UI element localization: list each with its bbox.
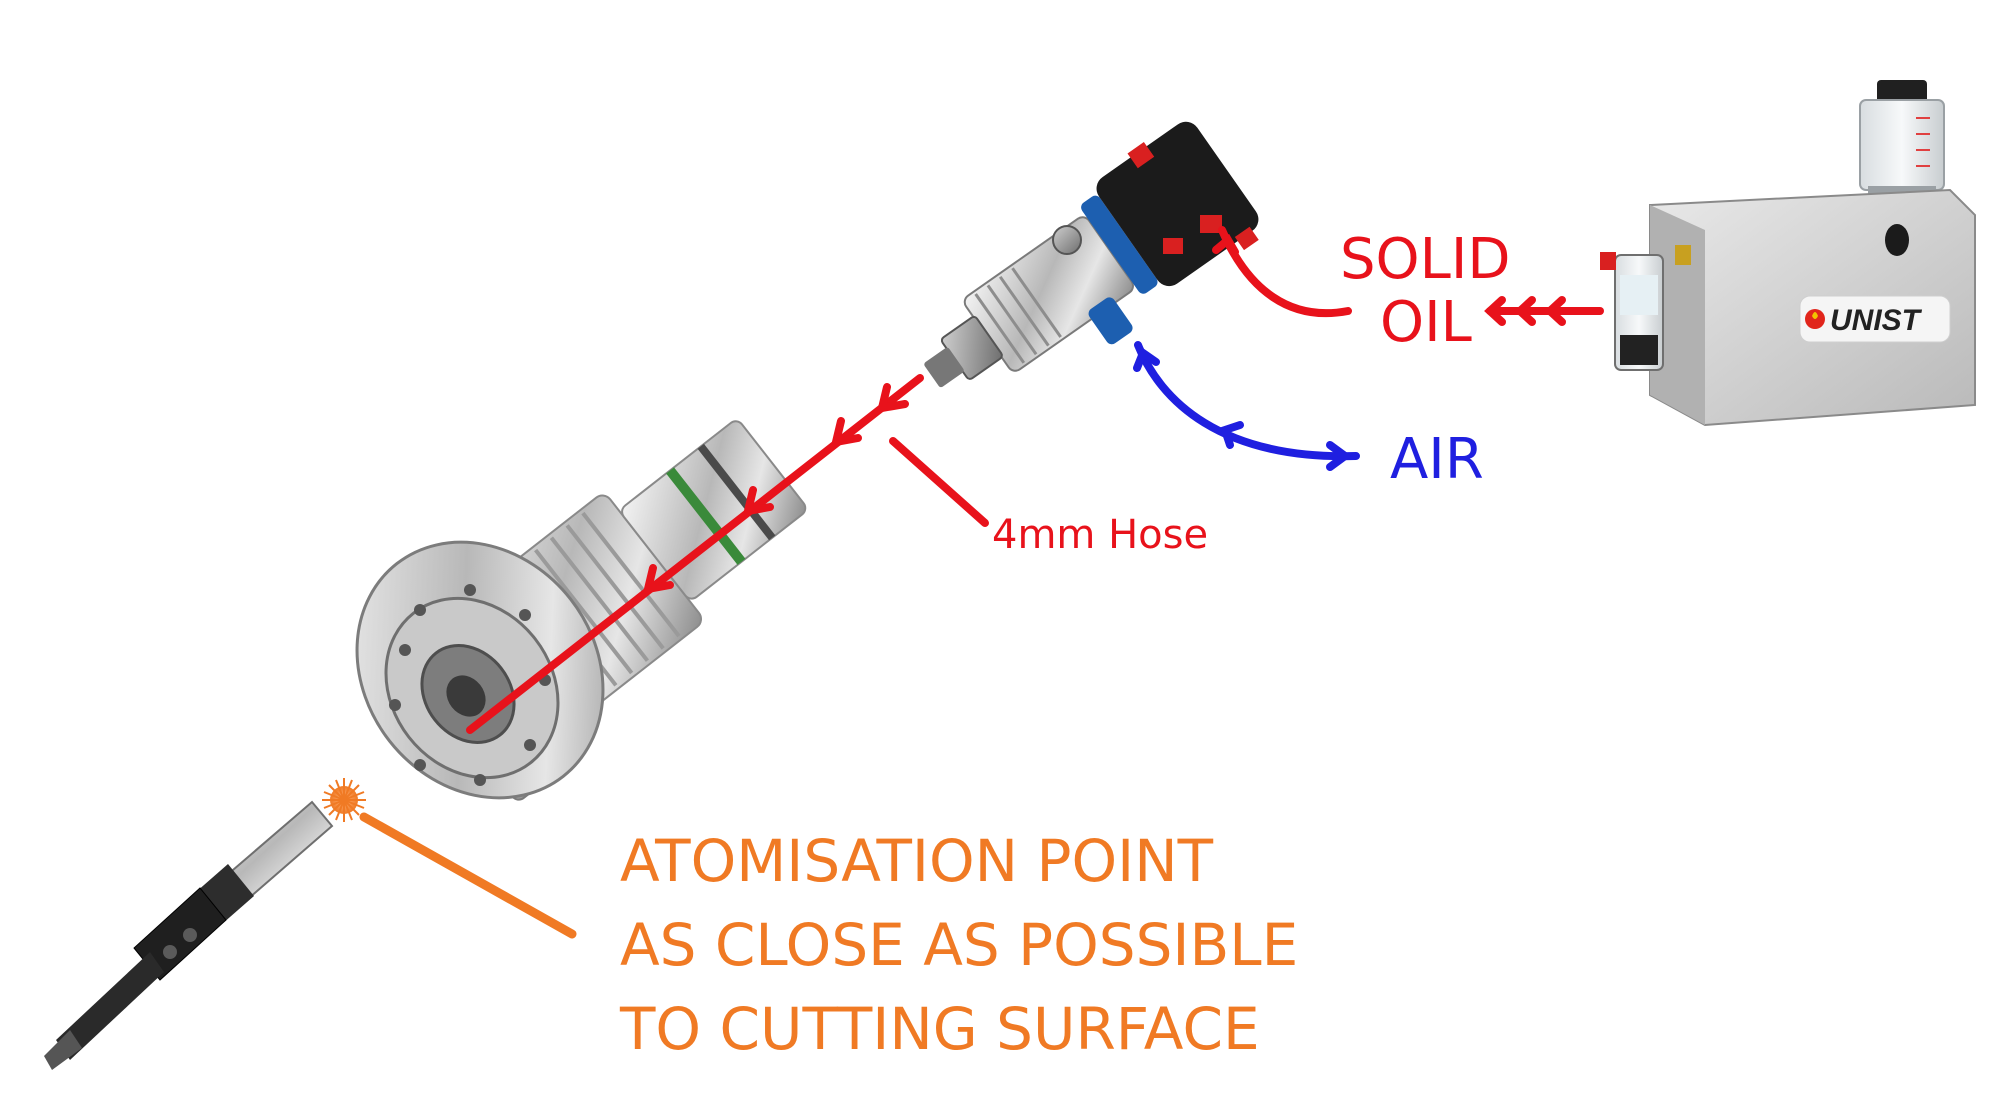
unist-logo: UNIST	[1830, 304, 1923, 337]
oil-flow-arrow	[1484, 296, 1506, 326]
spindle-image	[355, 420, 807, 801]
oil-flow-arrow	[742, 486, 774, 517]
hose-callout-line	[889, 437, 989, 527]
solid-oil-label-line2: OIL	[1380, 290, 1472, 355]
hose-label: 4mm Hose	[992, 512, 1209, 558]
atomisation-burst-icon	[322, 778, 366, 822]
oil-flow-arrow	[1544, 296, 1566, 326]
air-flow-lines	[1133, 341, 1360, 471]
oil-flow-arrow	[642, 564, 674, 595]
atomisation-label-line3: TO CUTTING SURFACE	[620, 995, 1260, 1063]
oil-flow-arrow	[1514, 296, 1536, 326]
solid-oil-label-line1: SOLID	[1340, 227, 1511, 292]
oil-flow-arrow	[830, 417, 862, 448]
lubricator-unit-image: UNIST	[1600, 80, 1976, 427]
tool-holder-image	[44, 800, 334, 1070]
air-inlet-curve	[1134, 341, 1360, 461]
oil-flow-arrow	[876, 383, 909, 413]
oil-flow-lines	[466, 226, 1604, 734]
mixing-valve-image	[924, 121, 1259, 388]
atomisation-callout-line	[359, 812, 577, 939]
atomisation-label-line2: AS CLOSE AS POSSIBLE	[620, 911, 1299, 979]
air-flow-arrow	[1326, 441, 1352, 471]
air-flow-arrow	[1219, 421, 1244, 449]
oil-flow-arrow	[1212, 233, 1239, 256]
atomisation-label-line1: ATOMISATION POINT	[620, 827, 1214, 895]
air-label: AIR	[1390, 427, 1484, 492]
air-flow-arrow	[1133, 346, 1160, 372]
